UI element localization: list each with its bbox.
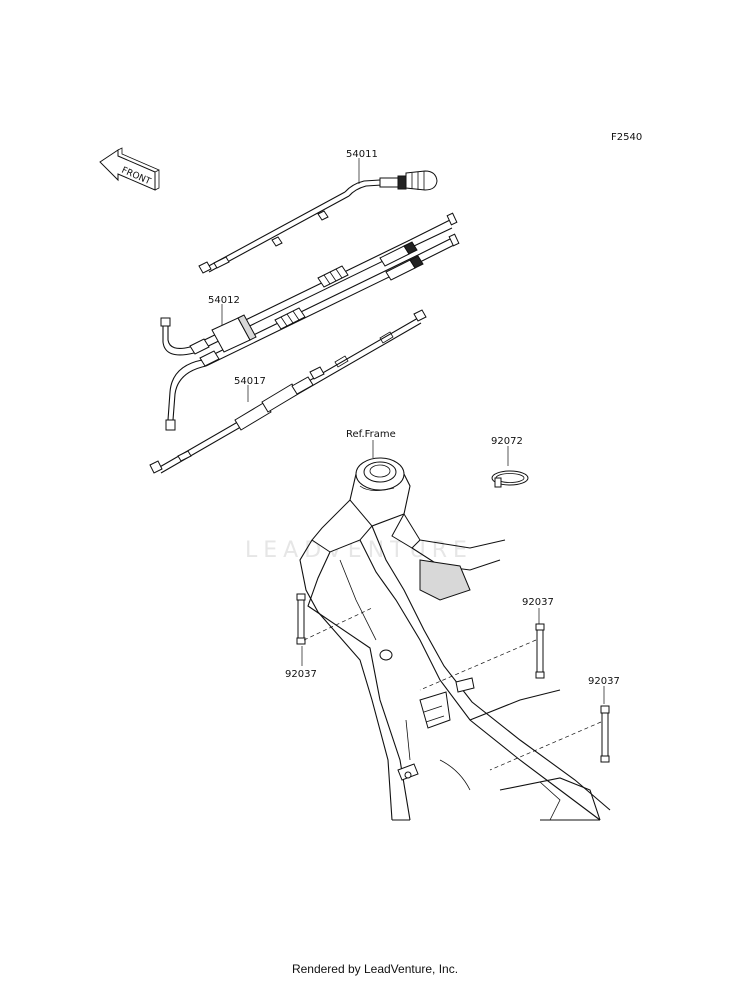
footer-credit: Rendered by LeadVenture, Inc. [291,962,459,976]
label-92037-left: 92037 [285,669,317,680]
label-54011: 54011 [346,149,378,160]
clamp-92072 [491,446,529,488]
label-92037-right: 92037 [588,676,620,687]
band-92037-middle [419,608,545,691]
label-54012: 54012 [208,295,240,306]
front-arrow-icon: FRONT [99,147,160,191]
label-92072: 92072 [491,436,523,447]
watermark-text: LEADVENTURE [245,538,473,563]
band-92037-right [489,686,610,771]
page-code: F2540 [611,132,642,143]
cable-54012 [160,212,460,431]
frame-reference [299,440,611,821]
label-54017: 54017 [234,376,266,387]
label-ref-frame: Ref.Frame [346,429,396,440]
label-92037-middle: 92037 [522,597,554,608]
cable-54017 [149,309,427,474]
cable-54011 [198,158,438,274]
band-92037-left [296,593,373,666]
